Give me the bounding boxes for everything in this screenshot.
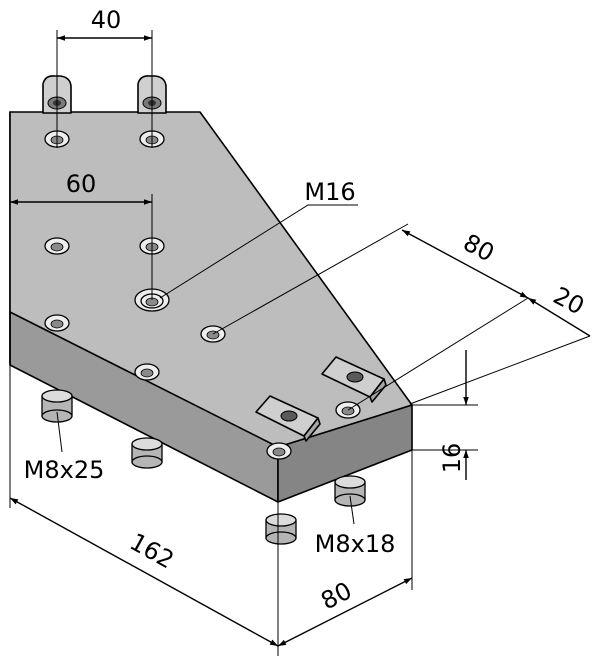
dim-label-60: 60 [66,170,97,198]
plate-top-face [9,111,413,448]
foot [131,437,163,469]
screw-callouts: M8x25 M8x18 [24,411,396,558]
dimension-top-spacing: 40 [56,6,153,148]
t-nut [321,356,387,403]
hole [44,237,70,255]
foot [334,475,366,507]
screw-label-m8x25: M8x25 [24,456,105,484]
dim-label-40: 40 [91,6,122,34]
holes [44,130,361,460]
dim-label-80-slot: 80 [459,228,499,267]
foot [265,513,297,545]
leader-thread-center: M16 [159,178,358,299]
screw-label-m8x18: M8x18 [315,530,396,558]
thread-label-m16: M16 [304,178,355,206]
dimension-thickness: 16 [412,350,478,480]
hole [266,442,292,460]
t-nut [255,395,321,442]
dim-label-16: 16 [438,443,466,474]
hole [44,314,70,332]
hole [134,363,160,381]
dim-label-162: 162 [125,528,179,575]
dimension-left-offset: 60 [10,170,153,300]
foot [41,389,73,423]
